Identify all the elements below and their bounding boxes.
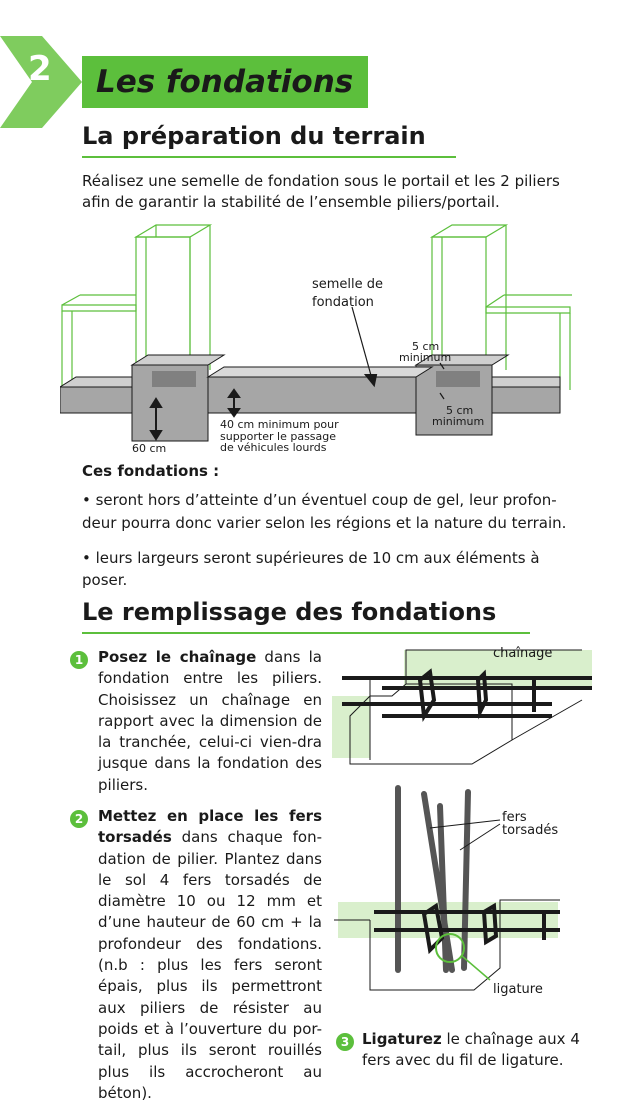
depth-60-label: 60 cm	[132, 442, 167, 455]
trench-outline	[332, 649, 592, 765]
section-number: 2	[28, 49, 52, 89]
ligature-label: ligature	[493, 982, 543, 997]
step-1-number: 1	[70, 651, 88, 669]
fers-label-1: fers	[502, 810, 527, 825]
bullet-1-line-2: deur pourra donc varier selon les région…	[82, 514, 567, 532]
step-2-number: 2	[70, 810, 88, 828]
rebar-chain-2	[374, 902, 560, 955]
trench-outline-2	[334, 899, 560, 991]
dimension-arrows	[149, 306, 445, 441]
rebar-chain	[342, 668, 592, 722]
fers-label-2: torsadés	[502, 823, 559, 838]
bullet-2-line-1: • leurs largeurs seront supérieures de 1…	[82, 549, 540, 567]
section-heading-remplissage: Le remplissage des fondations	[82, 598, 497, 626]
min-right-value: 5 cm	[446, 404, 474, 417]
min-top-word: minimum	[399, 351, 452, 364]
intro-line-2: afin de garantir la stabilité de l’ensem…	[82, 193, 500, 211]
heading-underline-2	[82, 632, 530, 634]
step-2-bold: Mettez en place les fers torsadés	[98, 807, 322, 847]
ligature-highlight	[435, 933, 465, 963]
depth-40-line-1: 40 cm minimum pour	[220, 418, 339, 431]
title-banner	[82, 56, 368, 108]
fers-diagram	[334, 785, 560, 991]
min-top-value: 5 cm	[412, 340, 440, 353]
bullet-2-line-2: poser.	[82, 571, 128, 589]
foundation-diagram	[60, 224, 572, 442]
step-3-bold: Ligaturez	[362, 1030, 442, 1048]
intro-line-1: Réalisez une semelle de fondation sous l…	[82, 172, 560, 190]
step-2-text: Mettez en place les fers torsadés dans c…	[98, 806, 322, 1104]
section-heading-preparation: La préparation du terrain	[82, 122, 426, 150]
semelle-label-1: semelle de	[312, 277, 384, 292]
step-1-bold: Posez le chaînage	[98, 648, 257, 666]
bullet-1-line-1: • seront hors d’atteinte d’un éventuel c…	[82, 491, 557, 509]
step-1-text: Posez le chaînage dans la fondation entr…	[98, 647, 322, 796]
section-chevron	[0, 36, 82, 128]
depth-40-line-2: supporter le passage	[220, 430, 337, 443]
footing-slab	[60, 354, 561, 442]
depth-40-line-3: de véhicules lourds	[220, 441, 327, 454]
twisted-bars	[395, 785, 471, 973]
step-1-body: dans la fondation entre les piliers. Cho…	[98, 648, 322, 794]
chainage-label: chaînage	[493, 646, 553, 661]
step-3-body: le chaînage aux 4 fers avec du fil de li…	[362, 1030, 580, 1070]
heading-underline	[82, 156, 456, 158]
step-2-body: dans chaque fon-dation de pilier. Plante…	[98, 828, 322, 1102]
foundations-heading: Ces fondations :	[82, 462, 220, 480]
chainage-diagram	[332, 649, 592, 765]
page-title: Les fondations	[96, 64, 354, 100]
step-3-text: Ligaturez le chaînage aux 4 fers avec du…	[362, 1029, 586, 1072]
step-3-number: 3	[336, 1033, 354, 1051]
semelle-label-2: fondation	[312, 295, 374, 310]
min-right-word: minimum	[432, 415, 485, 428]
